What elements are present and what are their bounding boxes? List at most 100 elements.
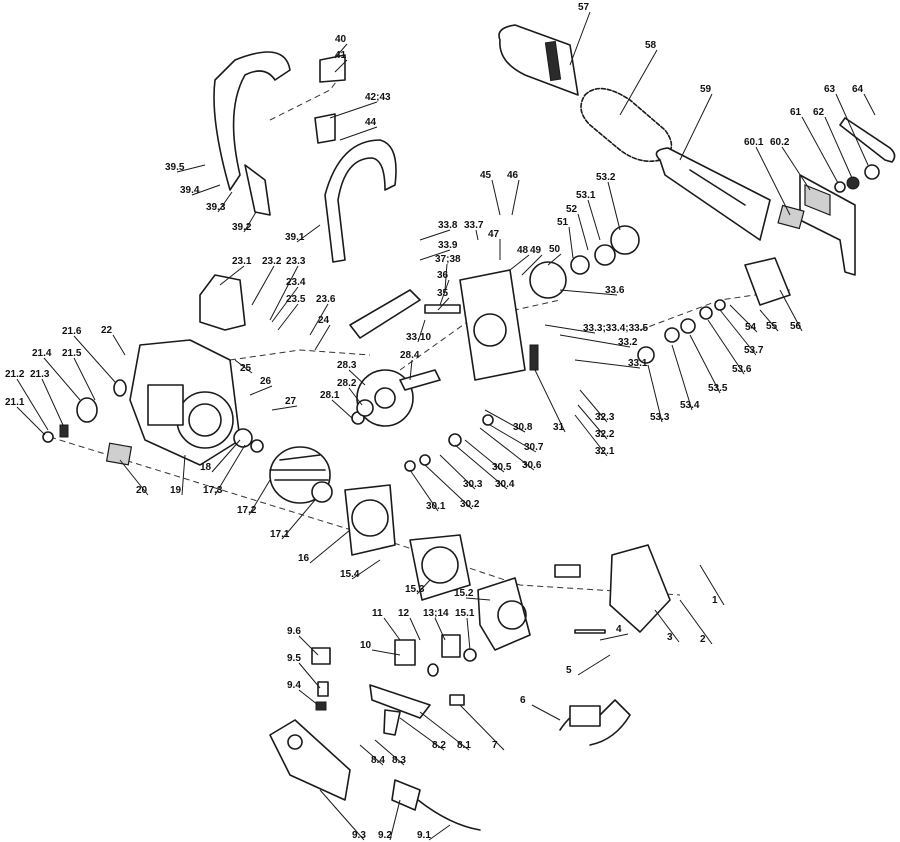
part-callout: 1	[699, 564, 725, 606]
part-number-label: 9.5	[287, 653, 301, 664]
connector	[449, 694, 465, 706]
part-number-label: 33.8	[438, 220, 458, 231]
washer	[699, 306, 713, 320]
leader-line	[277, 303, 299, 331]
part-callout: 53.5	[689, 334, 728, 394]
part-number-label: 8.4	[371, 755, 385, 766]
leader-line	[296, 224, 321, 243]
leader-line	[569, 11, 591, 66]
part-callout: 30.1	[409, 469, 446, 512]
leader-line	[835, 93, 869, 166]
chain-tensioner	[744, 257, 791, 306]
fan-baffle	[344, 484, 396, 556]
leader-line	[419, 229, 451, 241]
lever-part	[482, 414, 494, 426]
leader-line	[547, 253, 562, 266]
leader-line	[779, 289, 803, 332]
leader-line	[475, 229, 479, 241]
part-number-label: 8.3	[392, 755, 406, 766]
part-number-label: 28.1	[320, 390, 340, 401]
part-number-label: 55	[766, 321, 778, 332]
clutch-drum	[594, 244, 616, 266]
bar-nut	[846, 176, 860, 190]
leader-line	[243, 211, 257, 233]
leader-line	[119, 459, 149, 496]
part-callout: 11	[372, 608, 401, 641]
leader-line	[399, 717, 445, 751]
leader-line	[298, 689, 319, 706]
part-callout: 9.1	[417, 824, 451, 841]
screw	[315, 701, 327, 711]
part-callout: 42;43	[329, 92, 391, 119]
leader-line	[371, 649, 401, 656]
part-number-label: 1	[712, 595, 718, 606]
part-callout: 30.3	[439, 454, 483, 490]
part-callout: 60.1	[744, 137, 791, 216]
rear-handle	[324, 139, 397, 263]
part-number-label: 45	[480, 170, 492, 181]
part-callout: 21.3	[30, 369, 64, 426]
leader-line	[568, 226, 574, 259]
part-number-label: 54	[745, 322, 757, 333]
leader-line	[574, 359, 641, 369]
part-number-label: 23.1	[232, 256, 252, 267]
clamp	[317, 681, 329, 697]
part-callout: 55	[759, 309, 779, 332]
switch-base	[369, 684, 431, 719]
guide-bar-cover	[498, 24, 579, 96]
part-callout: 30.5	[464, 439, 512, 473]
part-number-label: 27	[285, 396, 297, 407]
oil-seal	[113, 379, 127, 397]
part-number-label: 15.1	[455, 608, 475, 619]
part-number-label: 26	[260, 376, 272, 387]
leader-line	[334, 43, 348, 59]
leader-line	[176, 164, 206, 173]
cable	[574, 629, 606, 634]
part-callout: 37;38	[435, 254, 461, 291]
part-number-label: 30.6	[522, 460, 542, 471]
part-callout: 30.8	[484, 409, 533, 433]
part-number-label: 44	[365, 117, 377, 128]
pin	[424, 304, 461, 314]
part-callout: 21.2	[5, 369, 49, 431]
part-number-label: 7	[492, 740, 498, 751]
tension-knob	[864, 164, 880, 180]
leader-line	[719, 309, 757, 356]
part-number-label: 53.1	[576, 190, 596, 201]
leader-line	[348, 387, 363, 406]
leader-line	[755, 146, 791, 216]
leader-line	[234, 359, 253, 374]
part-number-label: 30.7	[524, 442, 544, 453]
part-callout: 3	[654, 609, 680, 643]
part-number-label: 59	[700, 84, 712, 95]
leader-line	[181, 454, 186, 496]
leader-line	[359, 744, 384, 766]
power-cord	[417, 799, 481, 831]
leader-line	[699, 564, 725, 606]
leader-line	[587, 199, 601, 241]
part-callout: 8.2	[399, 717, 446, 751]
part-callout: 21.5	[62, 348, 96, 401]
part-callout: 21.6	[62, 326, 116, 383]
part-number-label: 8.1	[457, 740, 471, 751]
part-number-label: 64	[852, 84, 864, 95]
part-number-label: 21.2	[5, 369, 25, 380]
part-number-label: 23.3	[286, 256, 306, 267]
brush-holder	[76, 397, 98, 423]
part-callout: 23.3	[269, 256, 306, 321]
leader-line	[419, 711, 470, 751]
part-callout: 53.4	[671, 344, 700, 411]
part-callout: 25	[234, 359, 253, 374]
part-number-label: 15.4	[340, 569, 360, 580]
leader-line	[466, 617, 471, 651]
leader-line	[729, 304, 758, 333]
part-number-label: 30.5	[492, 462, 512, 473]
part-callout: 50	[547, 244, 562, 266]
part-callout: 39.1	[285, 224, 321, 243]
part-callout: 23.1	[219, 256, 252, 286]
leader-line	[251, 265, 275, 306]
part-number-label: 39.5	[165, 162, 185, 173]
part-callout: 64	[852, 84, 876, 116]
part-callout: 33.6	[559, 285, 625, 296]
